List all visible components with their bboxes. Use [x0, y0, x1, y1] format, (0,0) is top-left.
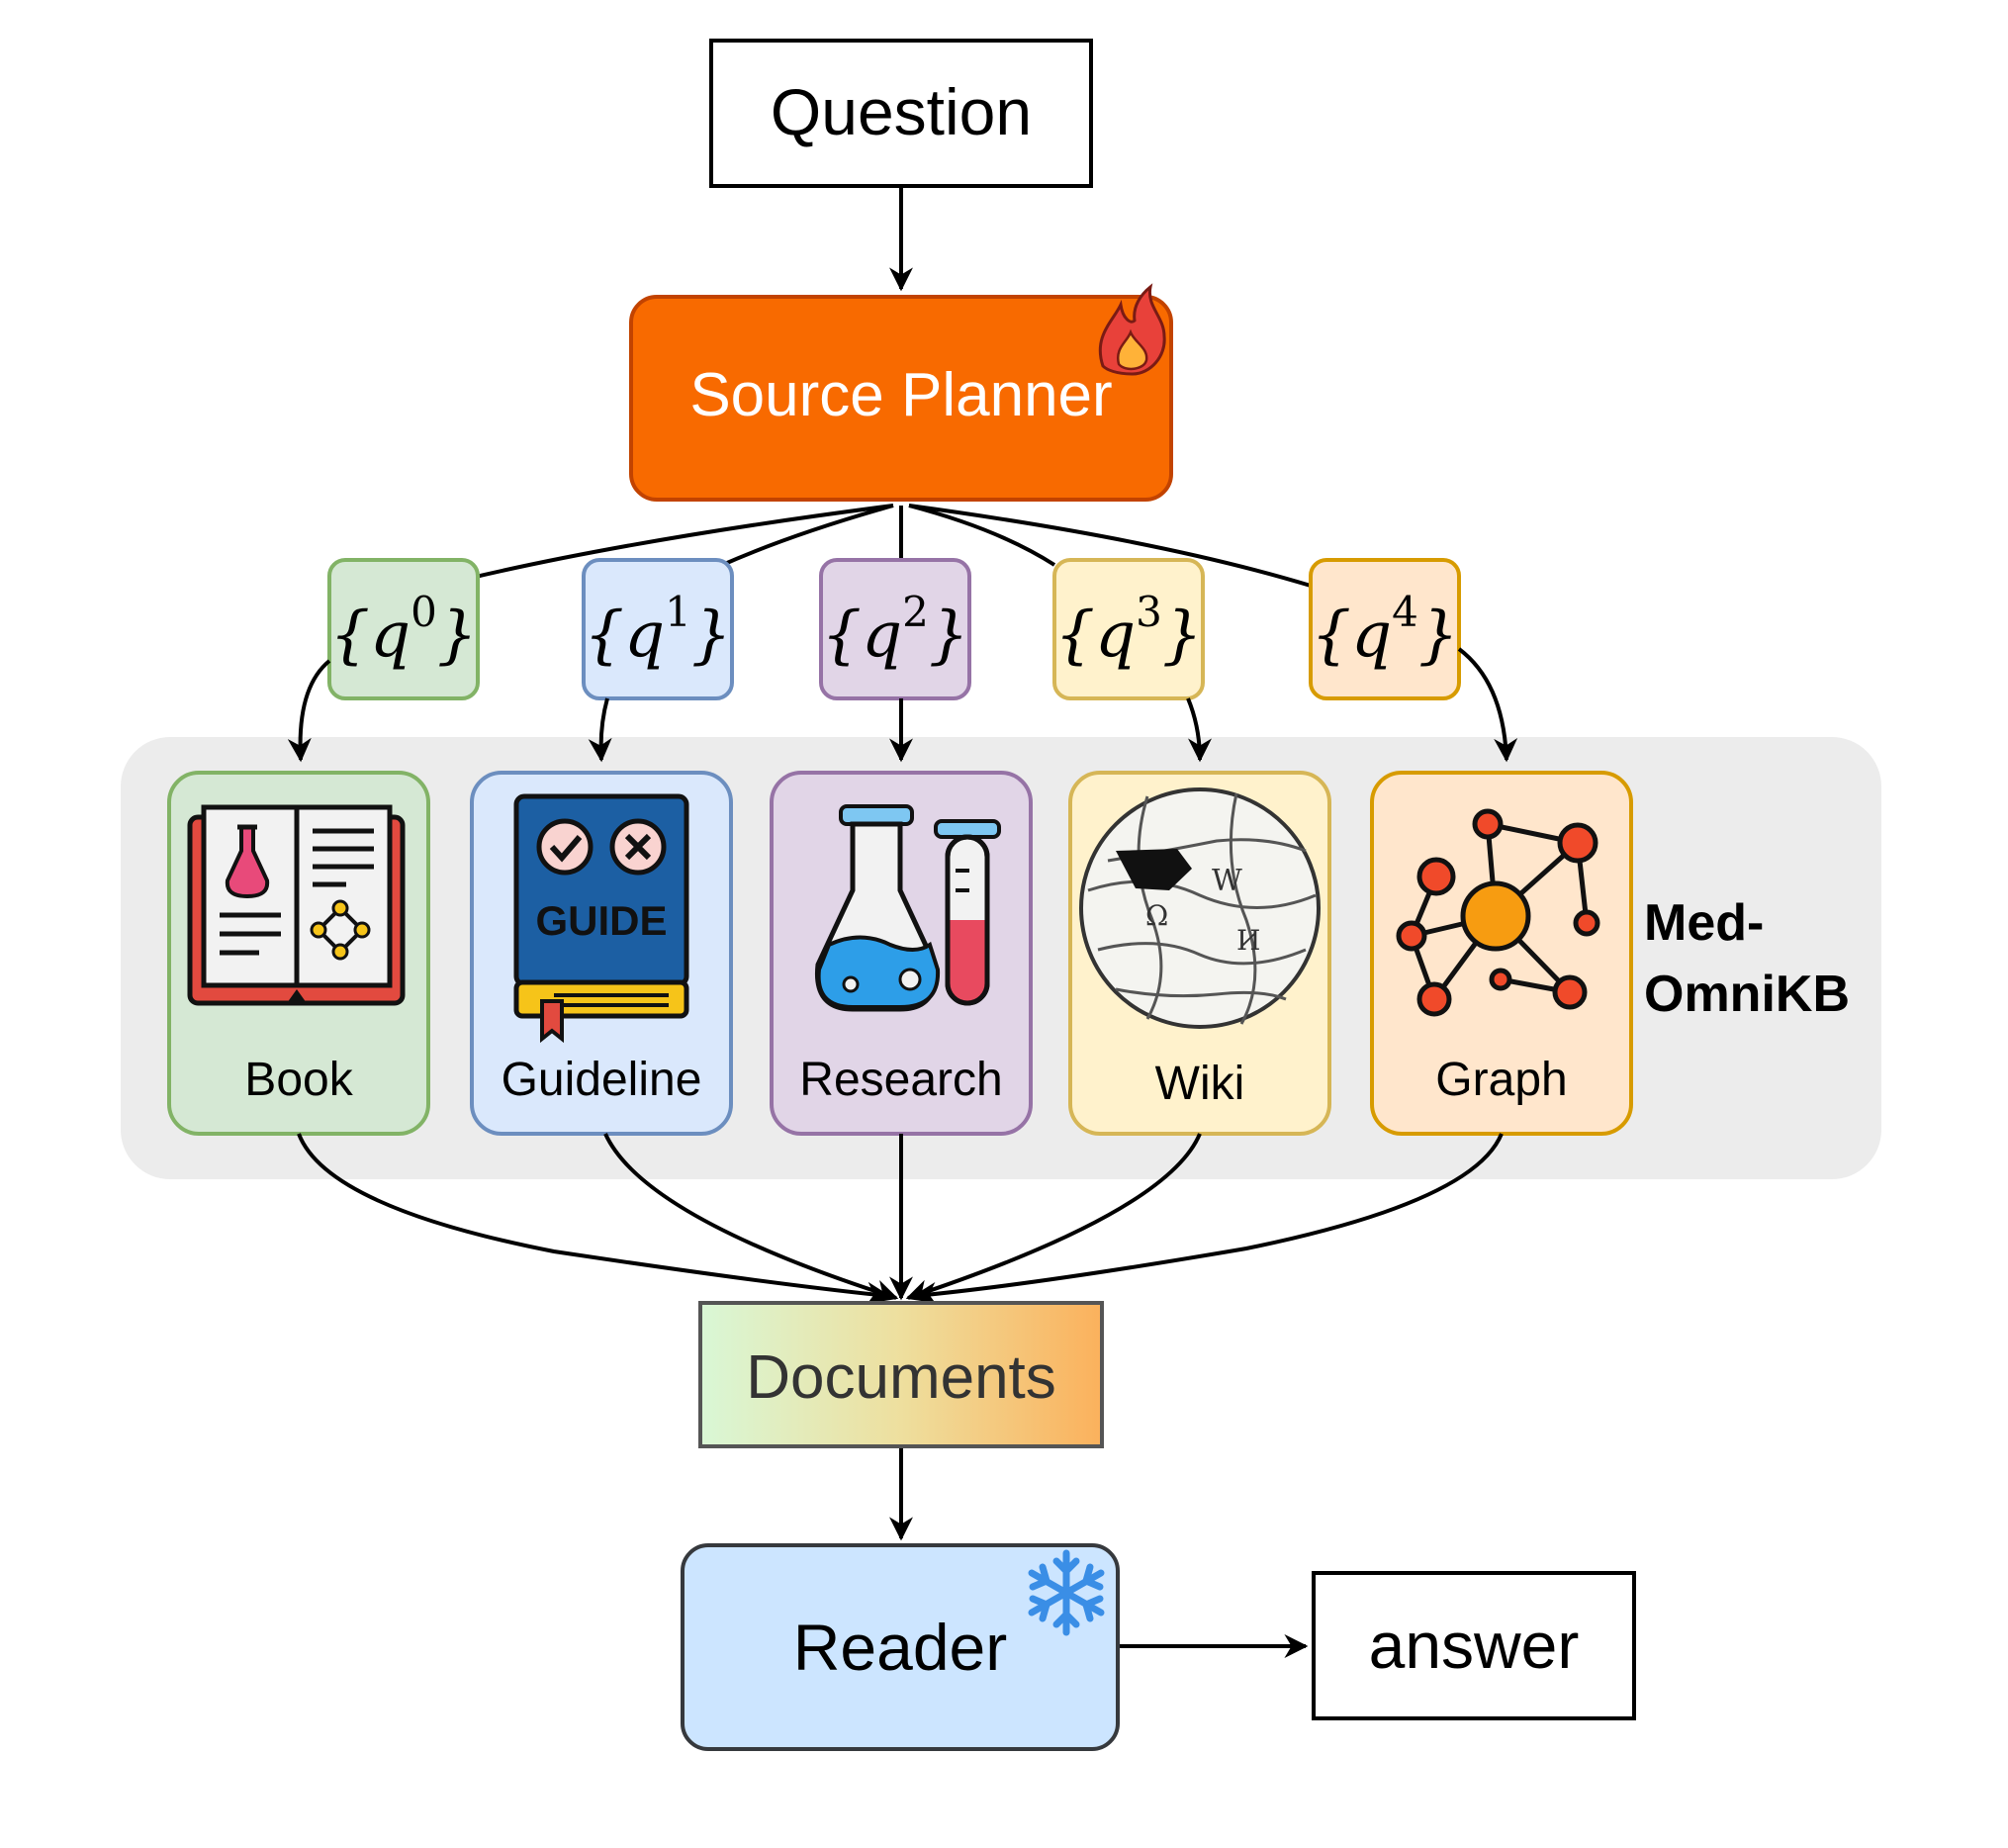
query-box-4: {q4} [1309, 558, 1461, 700]
question-node: Question [709, 39, 1093, 188]
query-2-open: { [821, 599, 862, 672]
network-graph-icon [1396, 808, 1600, 1017]
source-label-book: Book [244, 1054, 353, 1106]
query-1-close: } [691, 599, 732, 672]
source-card-guideline: GUIDE Guideline [470, 771, 733, 1136]
source-planner-label: Source Planner [689, 361, 1112, 429]
query-3-var: q [1095, 599, 1136, 672]
answer-node: answer [1312, 1571, 1636, 1720]
query-0-var: q [370, 599, 411, 672]
source-label-guideline: Guideline [502, 1054, 702, 1106]
svg-text:{q1}: {q1} [584, 588, 731, 672]
wikipedia-globe-icon: Ω W И [1079, 787, 1321, 1029]
query-0-sup: 0 [411, 588, 437, 636]
reader-node: Reader [681, 1543, 1120, 1751]
source-card-research: Research [770, 771, 1033, 1136]
source-card-graph: Graph [1370, 771, 1633, 1136]
query-4-open: { [1311, 599, 1351, 672]
query-2-close: } [929, 599, 969, 672]
kb-label-line1: Med- [1644, 894, 1764, 952]
query-0-close: } [437, 599, 478, 672]
svg-text:{q2}: {q2} [821, 588, 968, 672]
book-icon [187, 804, 406, 1006]
query-box-0: {q0} [327, 558, 480, 700]
query-4-var: q [1351, 599, 1392, 672]
answer-label: answer [1369, 1609, 1580, 1682]
query-3-close: } [1162, 599, 1203, 672]
kb-label-line2: OmniKB [1644, 966, 1850, 1023]
query-0-open: { [329, 599, 370, 672]
query-box-3: {q3} [1052, 558, 1205, 700]
svg-text:{q4}: {q4} [1311, 588, 1458, 672]
source-card-book: Book [167, 771, 430, 1136]
question-label: Question [771, 75, 1032, 148]
source-label-wiki: Wiki [1155, 1058, 1245, 1110]
source-label-graph: Graph [1435, 1054, 1567, 1106]
query-2-sup: 2 [902, 588, 929, 636]
query-1-var: q [624, 599, 665, 672]
planner-edges [462, 504, 1312, 588]
fire-icon [1098, 283, 1166, 376]
query-2-var: q [862, 599, 902, 672]
svg-text:{q0}: {q0} [329, 588, 477, 672]
query-1-open: { [584, 599, 624, 672]
query-4-close: } [1418, 599, 1459, 672]
query-3-sup: 3 [1136, 588, 1162, 636]
snowflake-icon [1028, 1549, 1105, 1636]
source-planner-node: Source Planner [629, 283, 1173, 502]
query-source-edges [287, 647, 1518, 763]
lab-flask-icon [814, 804, 1001, 1012]
source-label-research: Research [799, 1054, 1002, 1106]
svg-text:Ω: Ω [1145, 899, 1168, 932]
reader-label: Reader [793, 1611, 1007, 1684]
guide-book-icon: GUIDE [513, 793, 689, 1044]
guide-text: GUIDE [535, 897, 667, 944]
svg-text:{q3}: {q3} [1054, 588, 1202, 672]
svg-text:W: W [1212, 864, 1242, 898]
source-document-edges [297, 1133, 1504, 1306]
query-3-open: { [1054, 599, 1095, 672]
query-1-sup: 1 [665, 588, 691, 636]
kb-label: Med- OmniKB [1644, 894, 1850, 1023]
query-box-2: {q2} [819, 558, 971, 700]
query-box-1: {q1} [582, 558, 734, 700]
query-4-sup: 4 [1392, 588, 1418, 636]
svg-text:И: И [1236, 924, 1260, 957]
source-card-wiki: Ω W И Wiki [1068, 771, 1331, 1136]
documents-label: Documents [746, 1343, 1056, 1412]
documents-node: Documents [698, 1301, 1104, 1448]
